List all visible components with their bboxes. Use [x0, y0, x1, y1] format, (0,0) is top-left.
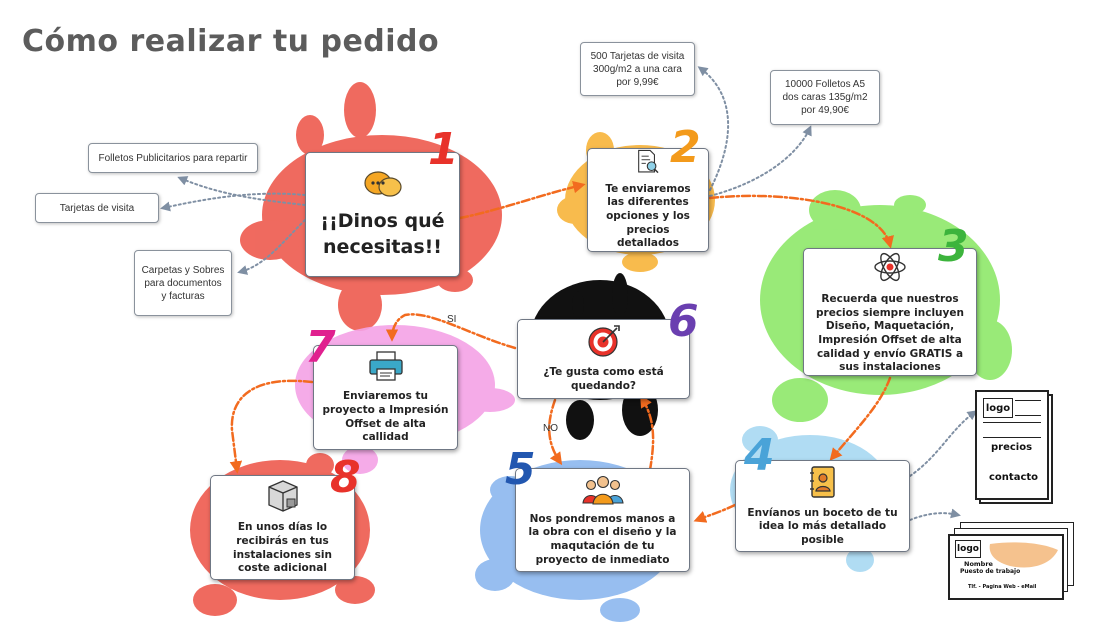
diagram-title: Cómo realizar tu pedido: [22, 24, 440, 59]
card-logo: logo: [955, 540, 981, 558]
note-offer-tarjetas: 500 Tarjetas de visita 300g/m2 a una car…: [580, 42, 695, 96]
step-4-label: Envíanos un boceto de tu idea lo más det…: [747, 506, 898, 546]
arrow-3-4: [829, 376, 892, 461]
step-3-label: Recuerda que nuestros precios siempre in…: [816, 293, 964, 374]
flyer-sketch: logo precios contacto: [975, 390, 1053, 504]
arrow-6-7: [385, 313, 517, 350]
card-role: Puesto de trabajo: [960, 568, 1021, 575]
arrow-6-5: [548, 398, 563, 466]
step-4-number: 4: [744, 430, 775, 481]
chat-bubbles-icon: [363, 171, 402, 197]
step-8-number: 8: [330, 452, 361, 503]
flyer-lines-mid: [983, 422, 1041, 438]
step-6-label: ¿Te gusta como está quedando?: [543, 366, 664, 392]
step-5-label: Nos pondremos manos a la obra con el dis…: [528, 512, 677, 566]
flyer-lines-top: [1015, 400, 1041, 416]
step-6-box: ¿Te gusta como está quedando?: [517, 319, 690, 399]
step-5-number: 5: [505, 444, 536, 495]
printer-icon: [368, 351, 403, 381]
card-swoosh: [989, 542, 1058, 568]
arrow-7-8: [229, 379, 314, 474]
card-name: Nombre: [964, 560, 993, 568]
note-tarjetas: Tarjetas de visita: [35, 193, 159, 223]
step-1-box: ¡¡Dinos qué necesitas!!: [305, 152, 460, 277]
step-7-label: Enviaremos tu proyecto a Impresión Offse…: [322, 390, 449, 444]
step-7-number: 7: [305, 322, 336, 373]
step-2-label: Te enviaremos las diferentes opciones y …: [605, 182, 691, 250]
arrow-5-6: [640, 394, 655, 472]
flow-arrows: [229, 180, 894, 523]
step-4-box: Envíanos un boceto de tu idea lo más det…: [735, 460, 910, 552]
note-folletos: Folletos Publicitarios para repartir: [88, 143, 258, 173]
step-1-label: ¡¡Dinos qué necesitas!!: [320, 209, 445, 258]
document-search-icon: [638, 149, 659, 174]
edge-label-si: SI: [447, 314, 457, 325]
gray-connectors: [160, 66, 978, 521]
step-8-label: En unos días lo recibirás en tus instala…: [233, 521, 332, 575]
card-footer: Tlf. - Pagina Web - eMail: [968, 584, 1037, 590]
step-5-box: Nos pondremos manos a la obra con el dis…: [515, 468, 690, 572]
arrow-2-3: [708, 194, 894, 249]
step-3-box: Recuerda que nuestros precios siempre in…: [803, 248, 977, 376]
step-2-box: Te enviaremos las diferentes opciones y …: [587, 148, 709, 252]
business-card-sketch: logo Nombre Puesto de trabajo Tlf. - Pag…: [948, 522, 1076, 602]
target-icon: [587, 325, 620, 357]
flyer-contacto: contacto: [989, 472, 1039, 483]
atom-icon: [874, 253, 906, 282]
note-offer-folletos: 10000 Folletos A5 dos caras 135g/m2 por …: [770, 70, 880, 125]
flyer-precios: precios: [991, 442, 1033, 453]
step-7-box: Enviaremos tu proyecto a Impresión Offse…: [313, 345, 458, 450]
step-1-number: 1: [428, 124, 459, 175]
arrow-1-2: [458, 180, 586, 220]
step-2-number: 2: [670, 122, 701, 173]
step-8-box: En unos días lo recibirás en tus instala…: [210, 475, 355, 580]
note-carpetas: Carpetas y Sobres para documentos y fact…: [134, 250, 232, 316]
step-3-number: 3: [938, 221, 969, 272]
edge-label-no: NO: [543, 423, 558, 434]
flyer-logo: logo: [983, 398, 1013, 418]
team-people-icon: [581, 475, 624, 505]
step-6-number: 6: [668, 296, 699, 347]
arrow-4-5: [693, 503, 737, 523]
package-box-icon: [267, 480, 298, 512]
contact-book-icon: [809, 465, 835, 498]
